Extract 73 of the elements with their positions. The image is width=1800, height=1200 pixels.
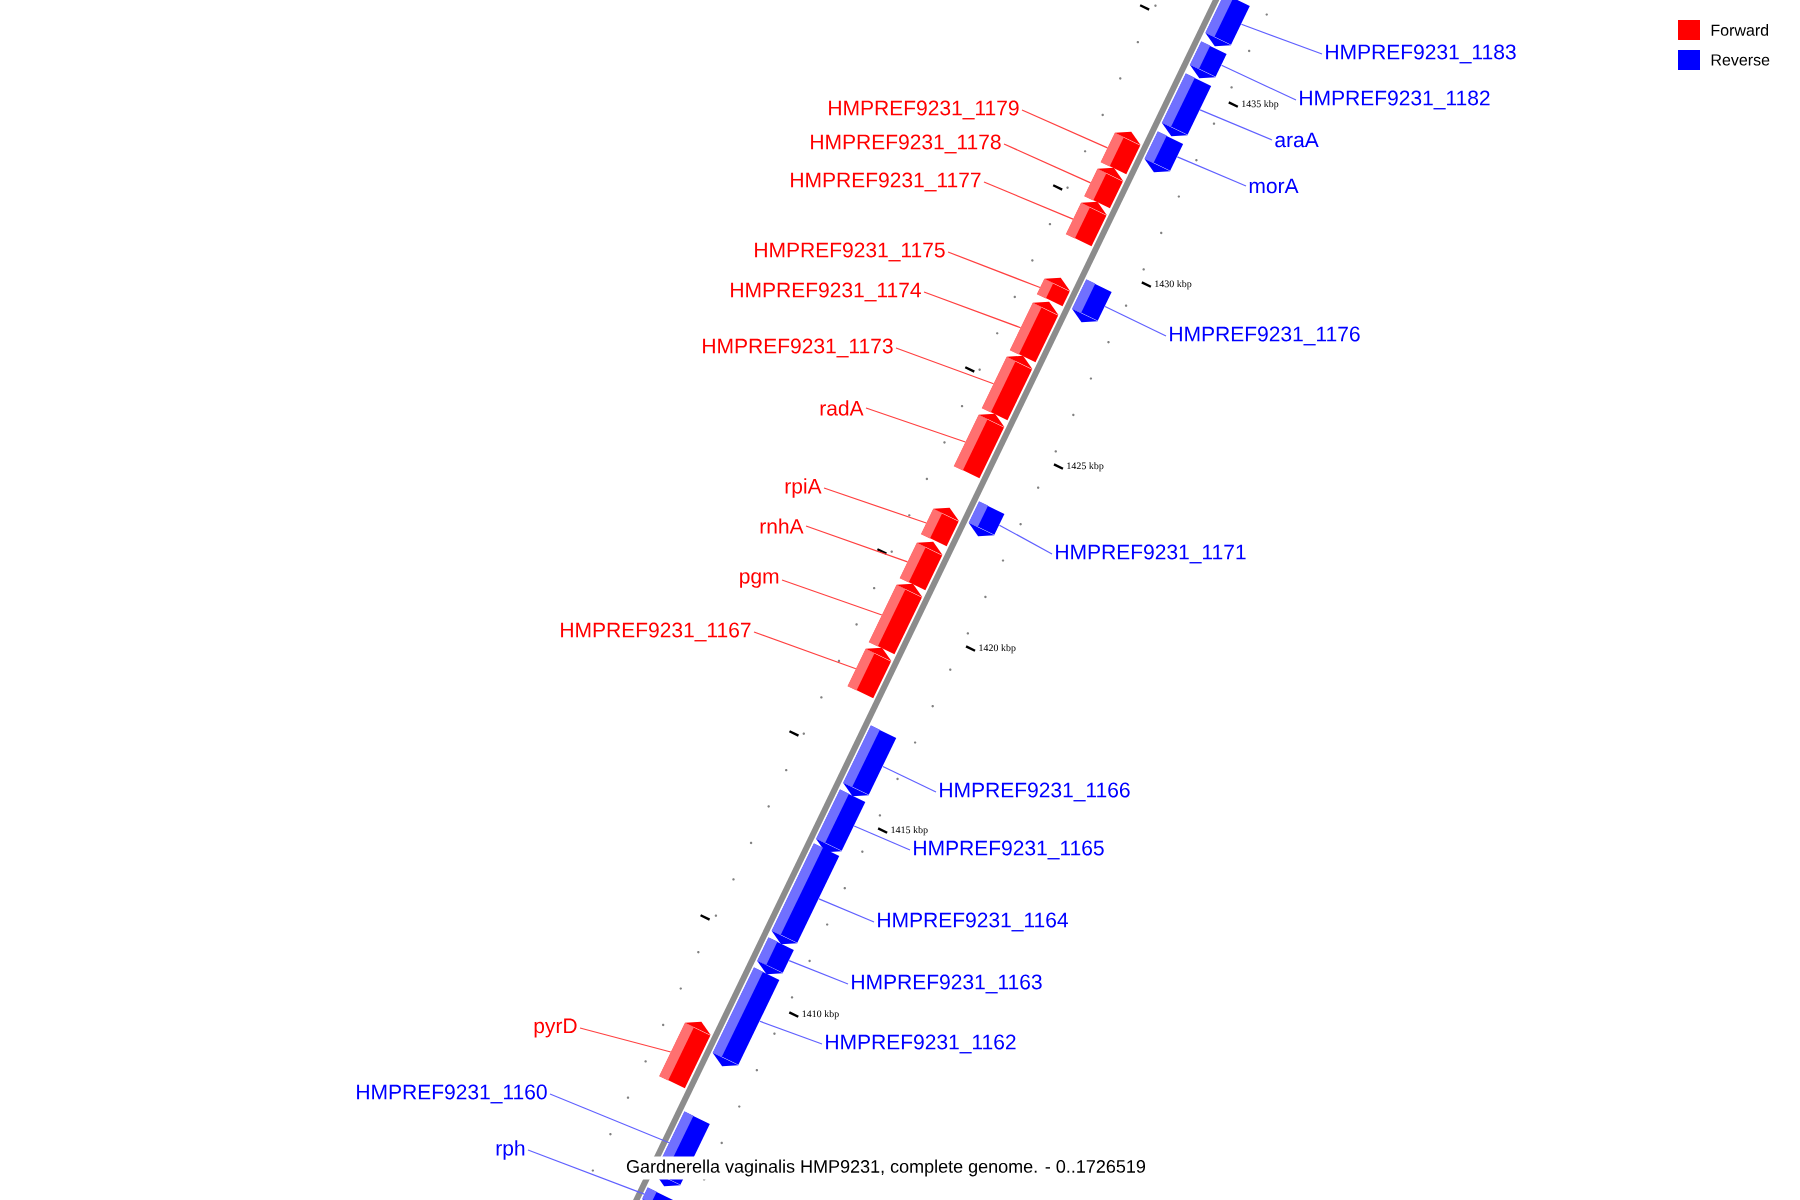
gene-label: HMPREF9231_1166 <box>940 782 1130 802</box>
gene-block <box>1100 131 1141 175</box>
gene-label: HMPREF9231_1163 <box>852 974 1042 994</box>
gene-block <box>1161 73 1212 137</box>
gene-block <box>847 647 892 699</box>
gene-label: rph <box>496 1140 525 1160</box>
gene-block <box>1072 279 1112 323</box>
legend-label: Forward <box>1711 24 1769 36</box>
leader-line <box>1003 143 1092 184</box>
leader-line <box>1199 109 1273 141</box>
gene-block <box>659 1021 711 1089</box>
leader-line <box>895 347 995 385</box>
leader-line <box>983 181 1074 220</box>
leader-line <box>818 898 875 923</box>
gene-label: HMPREF9231_1182 <box>1300 90 1490 110</box>
gene-label: HMPREF9231_1171 <box>1056 544 1246 564</box>
gene-label: HMPREF9231_1167 <box>561 622 751 642</box>
leader-line <box>1021 109 1109 149</box>
caption: Gardnerella vaginalis HMP9231, complete genome. - 0..1726519 <box>623 1156 1149 1180</box>
gene-label: HMPREF9231_1173 <box>703 338 893 358</box>
gene-block <box>771 843 840 945</box>
gene-label: rpiA <box>785 478 822 498</box>
gene-label: HMPREF9231_1183 <box>1326 44 1516 64</box>
leader-line <box>947 251 1041 289</box>
gene-block <box>1009 301 1059 363</box>
leader-line <box>753 631 857 670</box>
leader-line <box>1240 23 1323 55</box>
gene-label: HMPREF9231_1175 <box>755 242 945 262</box>
gene-label: pyrD <box>534 1018 577 1038</box>
leader-line <box>788 960 849 985</box>
gene-block <box>1065 201 1107 247</box>
gene-label: HMPREF9231_1177 <box>791 172 981 192</box>
gene-block <box>712 967 780 1067</box>
gene-block <box>981 355 1033 421</box>
gene-label: rnhA <box>760 518 804 534</box>
gene-label: HMPREF9231_1164 <box>878 912 1068 932</box>
gene-label: araA <box>1275 132 1319 148</box>
leader-line <box>1176 156 1247 187</box>
leader-line <box>549 1093 670 1144</box>
gene-block <box>968 501 1005 537</box>
gene-block <box>1205 0 1250 47</box>
leader-line <box>865 407 966 443</box>
gene-block <box>1084 167 1124 209</box>
gene-label: HMPREF9231_1178 <box>811 134 1001 154</box>
leader-line <box>805 525 909 563</box>
gene-block <box>899 541 943 591</box>
gene-label: HMPREF9231_1162 <box>826 1034 1016 1054</box>
leader-line <box>1104 305 1167 337</box>
gene-label: radA <box>820 400 864 416</box>
gene-block <box>642 1187 674 1200</box>
leader-line <box>853 825 911 851</box>
gene-label: HMPREF9231_1165 <box>914 840 1104 860</box>
gene-block <box>757 937 794 975</box>
leader-line <box>882 765 937 793</box>
legend-label: Reverse <box>1711 54 1770 66</box>
leader-line <box>998 524 1053 555</box>
leader-line <box>579 1027 672 1053</box>
gene-label: morA <box>1249 178 1299 194</box>
gene-label: HMPREF9231_1179 <box>829 100 1019 120</box>
gene-block <box>953 413 1005 479</box>
gene-block <box>868 583 923 655</box>
gene-block <box>843 725 897 797</box>
gene-label: pgm <box>740 572 779 588</box>
leader-line <box>527 1149 645 1195</box>
gene-block <box>816 789 866 853</box>
leader-line <box>1220 64 1297 101</box>
leader-line <box>759 1020 823 1045</box>
leader-line <box>923 291 1022 329</box>
gene-label: HMPREF9231_1160 <box>357 1084 547 1104</box>
leader-line <box>781 579 883 616</box>
gene-label: HMPREF9231_1176 <box>1170 326 1360 346</box>
gene-label: HMPREF9231_1174 <box>731 282 921 302</box>
leader-line <box>823 487 927 524</box>
